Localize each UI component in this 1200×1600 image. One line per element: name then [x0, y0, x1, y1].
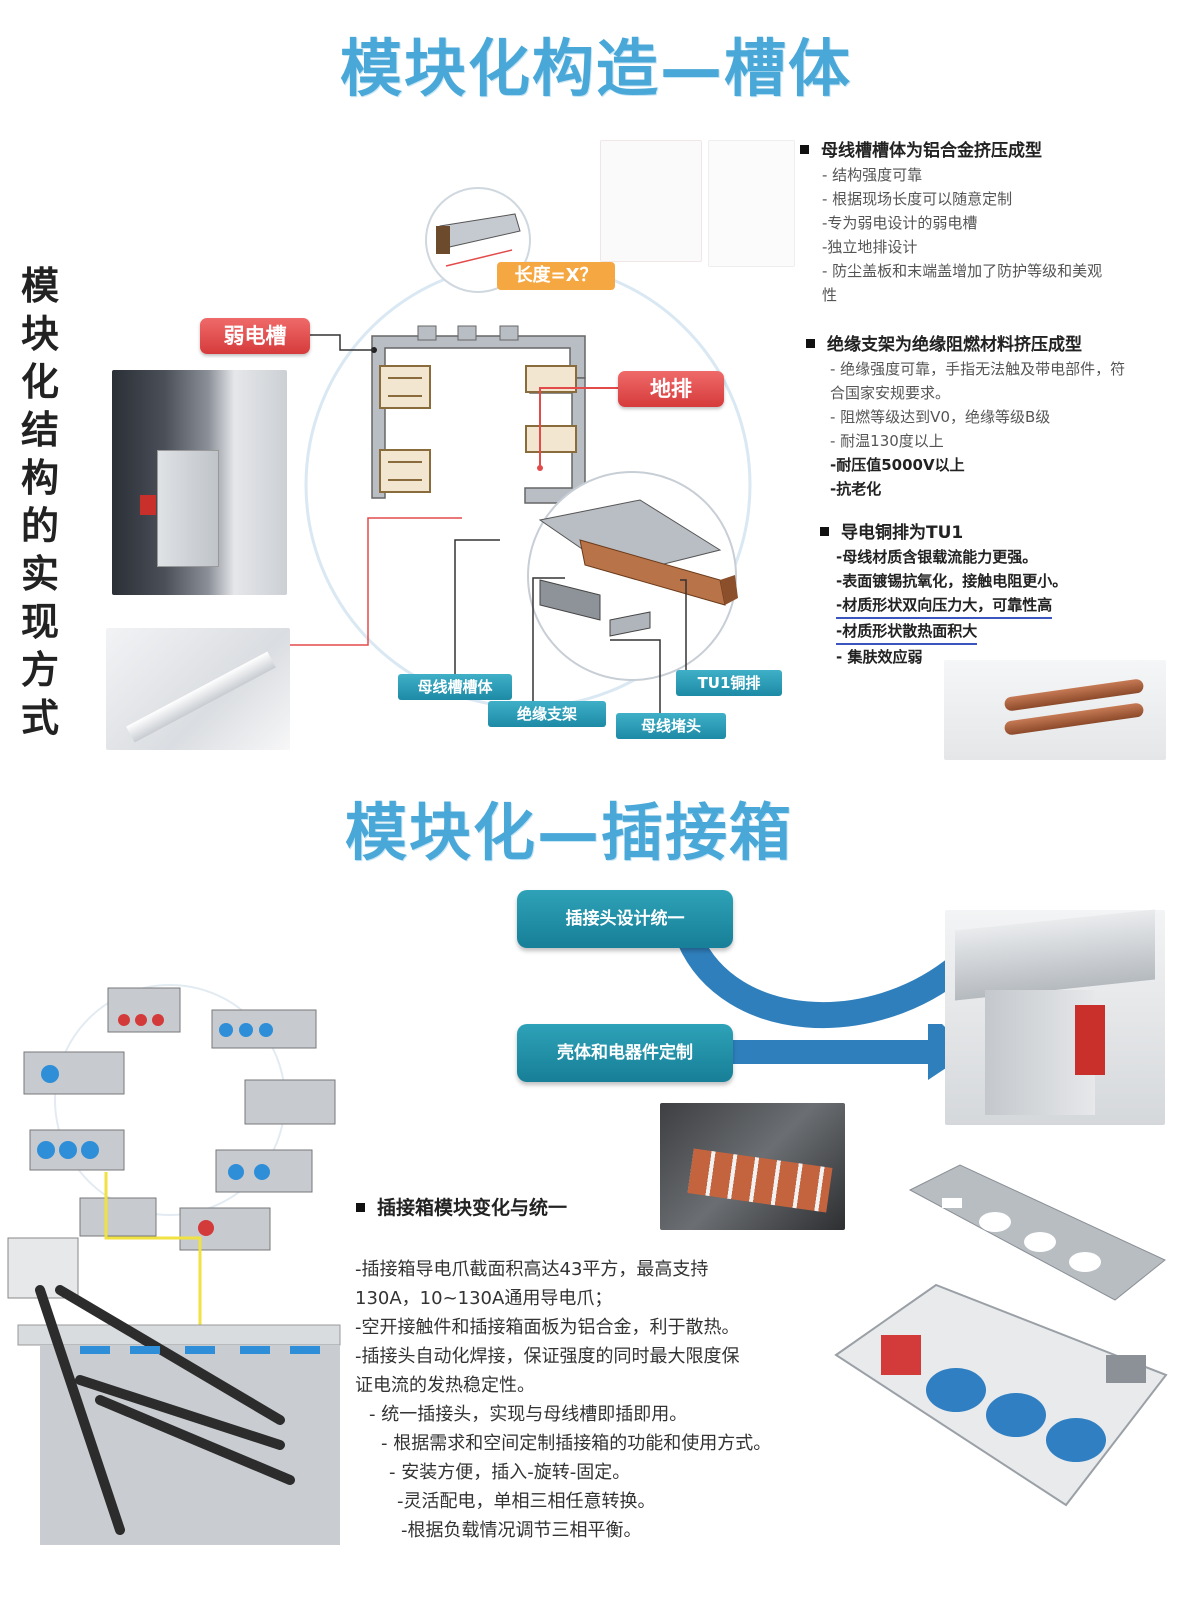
busway-plugin-render — [945, 909, 1165, 1125]
section2-title: 模块化—插接箱 — [345, 796, 794, 869]
section2-paragraph: -插接箱导电爪截面积高达43平方，最高支持 130A，10~130A通用导电爪；… — [355, 1255, 835, 1545]
side-title-char: 模 — [20, 264, 59, 308]
bullet-items: - 结构强度可靠 - 根据现场长度可以随意定制 -专为弱电设计的弱电槽 -独立地… — [800, 163, 1190, 307]
side-title-char: 化 — [20, 360, 59, 404]
plugin-box-interior-photo — [826, 1275, 1176, 1515]
welding-photo — [660, 1103, 845, 1230]
copper-bar-zoom — [527, 471, 738, 681]
housing-tag: 母线槽槽体 — [398, 674, 512, 700]
bullet-item: 合国家安规要求。 — [830, 384, 951, 402]
bullet-heading: 绝缘支架为绝缘阻燃材料挤压成型 — [806, 330, 1191, 355]
plugin-box-illustration — [7, 984, 341, 1545]
side-title-char: 现 — [20, 600, 59, 644]
busway-body — [955, 909, 1155, 1001]
insulator-photo — [106, 628, 290, 750]
busway-install-photo — [112, 370, 287, 595]
bullet-item: - 绝缘强度可靠，手指无法触及带电部件，符 — [830, 360, 1126, 378]
certificate-1 — [600, 140, 702, 262]
side-title-char: 方 — [20, 648, 59, 692]
section2-heading: 插接箱模块变化与统一 — [356, 1193, 567, 1220]
para-line: - 根据需求和空间定制插接箱的功能和使用方式。 — [381, 1433, 772, 1454]
custom-housing-button: 壳体和电器件定制 — [517, 1024, 733, 1082]
copper-claws — [687, 1148, 833, 1213]
bullet-item: -材质形状双向压力大，可靠性高 — [836, 593, 1053, 619]
bullet-item: -专为弱电设计的弱电槽 — [822, 214, 978, 232]
para-line: -插接箱导电爪截面积高达43平方，最高支持 — [355, 1259, 709, 1280]
section1-title: 模块化构造—槽体 — [340, 32, 853, 105]
bullet-item: -耐压值5000V以上 — [830, 456, 965, 474]
aluminum-panel-photo — [900, 1160, 1170, 1305]
side-title-char: 实 — [20, 552, 59, 596]
unified-connector-button: 插接头设计统一 — [517, 890, 733, 948]
busway-cross-section — [371, 325, 586, 504]
bullet-items: - 绝缘强度可靠，手指无法触及带电部件，符 合国家安规要求。 - 阻燃等级达到V… — [806, 357, 1191, 501]
end-cap-tag: 母线堵头 — [616, 713, 726, 739]
red-outlets — [1075, 1005, 1105, 1075]
bullet-block-insulator: 绝缘支架为绝缘阻燃材料挤压成型 - 绝缘强度可靠，手指无法触及带电部件，符 合国… — [806, 330, 1191, 501]
para-line: - 统一插接头，实现与母线槽即插即用。 — [369, 1404, 688, 1425]
para-line: -灵活配电，单相三相任意转换。 — [397, 1491, 656, 1512]
side-title-char: 结 — [20, 408, 59, 452]
bullet-item: - 集肤效应弱 — [836, 648, 923, 666]
insulator-tag: 绝缘支架 — [488, 701, 606, 727]
bullet-item: 性 — [822, 286, 838, 304]
bullet-item: -材质形状散热面积大 — [836, 619, 978, 645]
para-line: 证电流的发热稳定性。 — [355, 1375, 535, 1396]
bullet-item: -独立地排设计 — [822, 238, 918, 256]
weak-slot-tag: 弱电槽 — [200, 318, 310, 354]
bullet-item: -母线材质含银载流能力更强。 — [836, 548, 1038, 566]
red-connector — [140, 495, 156, 515]
side-title: 模块化结构的实现方式 — [18, 262, 62, 742]
certificate-2 — [708, 140, 795, 267]
bullet-item: - 防尘盖板和末端盖增加了防护等级和美观 — [822, 262, 1103, 280]
para-line: 130A，10~130A通用导电爪； — [355, 1288, 613, 1309]
copper-profile-photo — [944, 660, 1166, 760]
ground-bar-tag: 地排 — [618, 371, 724, 407]
length-tag: 长度=X？ — [497, 262, 615, 290]
bullet-item: - 根据现场长度可以随意定制 — [822, 190, 1013, 208]
bullet-item: - 耐温130度以上 — [830, 432, 944, 450]
side-title-char: 构 — [20, 456, 59, 500]
bullet-item: -表面镀锡抗氧化，接触电阻更小。 — [836, 572, 1068, 590]
plugin-box-interior-svg — [834, 1283, 1168, 1507]
bullet-block-copper: 导电铜排为TU1 -母线材质含银载流能力更强。 -表面镀锡抗氧化，接触电阻更小。… — [820, 518, 1180, 669]
mounted-box — [157, 450, 219, 567]
bullet-block-housing: 母线槽槽体为铝合金挤压成型 - 结构强度可靠 - 根据现场长度可以随意定制 -专… — [800, 136, 1190, 307]
copper-tag: TU1铜排 — [676, 670, 782, 696]
bullet-item: - 结构强度可靠 — [822, 166, 923, 184]
bullet-items: -母线材质含银载流能力更强。 -表面镀锡抗氧化，接触电阻更小。 -材质形状双向压… — [820, 545, 1180, 669]
side-title-char: 块 — [20, 312, 59, 356]
bullet-heading: 母线槽槽体为铝合金挤压成型 — [800, 136, 1190, 161]
bullet-item: - 阻燃等级达到V0，绝缘等级B级 — [830, 408, 1051, 426]
para-line: -插接头自动化焊接，保证强度的同时最大限度保 — [355, 1346, 740, 1367]
para-line: - 安装方便，插入-旋转-固定。 — [389, 1462, 631, 1483]
side-title-char: 的 — [20, 504, 59, 548]
connector-lines — [290, 334, 687, 714]
para-line: -空开接触件和插接箱面板为铝合金，利于散热。 — [355, 1317, 740, 1338]
para-line: -根据负载情况调节三相平衡。 — [401, 1520, 642, 1541]
bullet-heading: 导电铜排为TU1 — [820, 518, 1180, 543]
aluminum-panel-svg — [908, 1164, 1166, 1301]
side-title-char: 式 — [20, 696, 59, 740]
bullet-item: -抗老化 — [830, 480, 882, 498]
